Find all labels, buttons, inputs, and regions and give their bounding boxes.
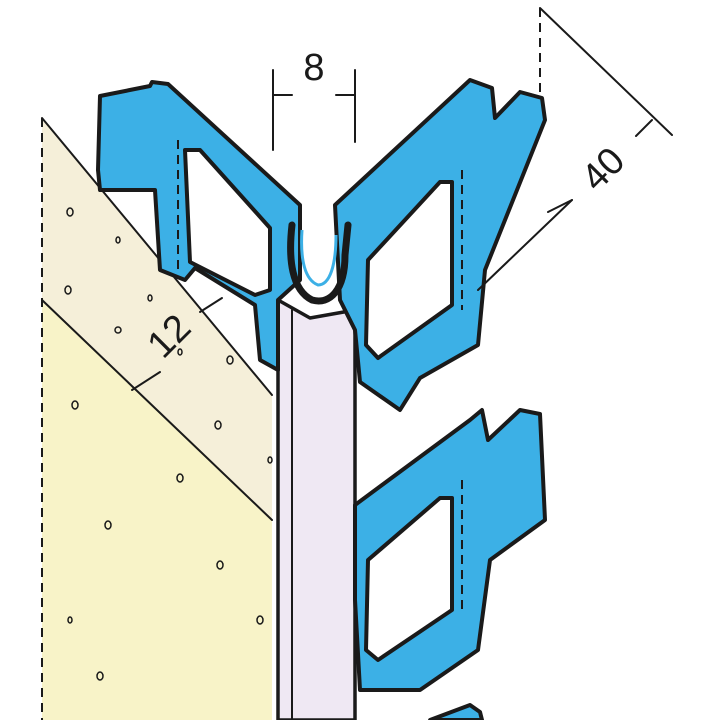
right-flange-lower-window (364, 496, 454, 662)
dimension-label-8: 8 (303, 47, 324, 89)
plaster-speckles (64, 207, 273, 681)
substrate-wall (42, 300, 272, 720)
right-flange-upper-window (364, 180, 454, 360)
dimension-label-40: 40 (574, 140, 634, 200)
profile-nose (276, 298, 357, 720)
right-flange-stub (428, 703, 484, 720)
profile-crimp (287, 221, 352, 305)
dimension-nose-width: 8 (272, 47, 356, 151)
left-flange-window (183, 148, 272, 297)
plaster-layer (42, 118, 272, 520)
